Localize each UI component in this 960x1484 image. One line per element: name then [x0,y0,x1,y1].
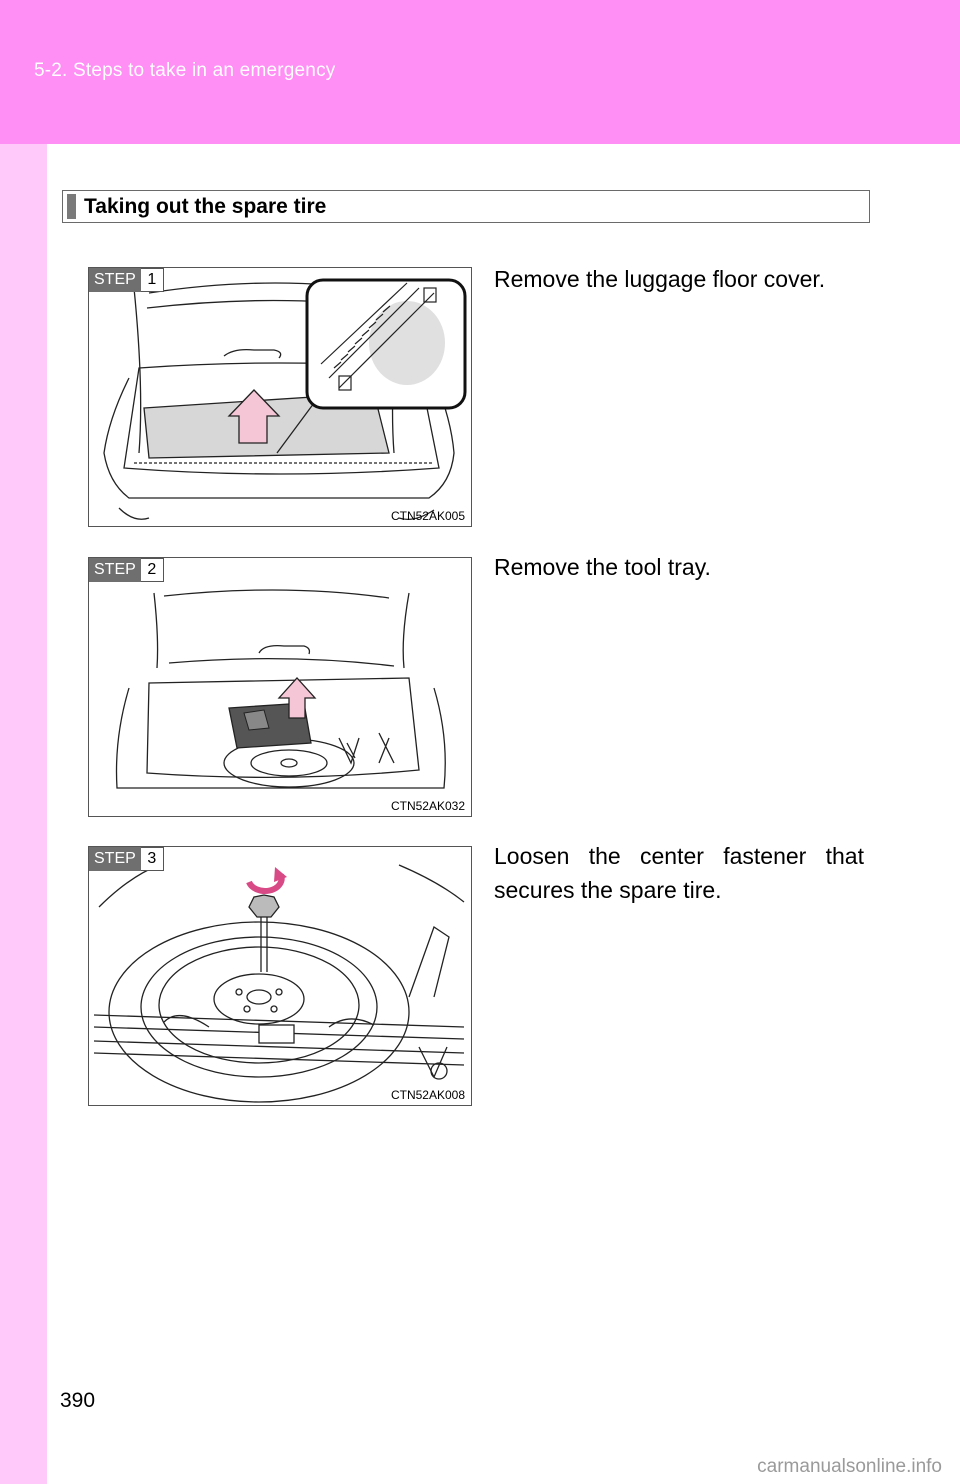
spare-tire-fastener-illustration [93,864,465,1103]
figure-step-2: STEP 2 CTN52AK032 [88,557,472,817]
page-number: 390 [60,1389,96,1412]
figure-step-1: STEP 1 CTN52AK005 [88,267,472,527]
step-2-instruction: Remove the tool tray. [494,554,711,580]
side-band [0,144,47,1484]
tool-tray-illustration [115,589,446,789]
heading-marker [67,194,76,219]
step-number: 3 [140,847,164,871]
step-label: STEP [89,847,141,871]
step-1-instruction: Remove the luggage floor cover. [494,266,826,292]
watermark: carmanualsonline.info [757,1456,942,1477]
step-tag-1: STEP 1 [89,268,164,292]
step-tag-3: STEP 3 [89,847,164,871]
header-band [0,0,960,144]
breadcrumb: 5-2. Steps to take in an emergency [34,60,336,81]
step-tag-2: STEP 2 [89,558,164,582]
section-heading: Taking out the spare tire [62,190,870,223]
figure-step-3: STEP 3 CTN52AK008 [88,846,472,1106]
figure-code: CTN52AK008 [390,1088,465,1102]
step-number: 1 [140,268,164,292]
step-3-instruction: Loosen the center fastener that secures … [494,843,864,903]
figure-code: CTN52AK032 [390,799,465,813]
step-number: 2 [140,558,164,582]
figure-code: CTN52AK005 [390,509,465,523]
step-label: STEP [89,268,141,292]
trunk-floor-cover-illustration [103,278,467,521]
section-title: Taking out the spare tire [84,195,327,218]
step-label: STEP [89,558,141,582]
